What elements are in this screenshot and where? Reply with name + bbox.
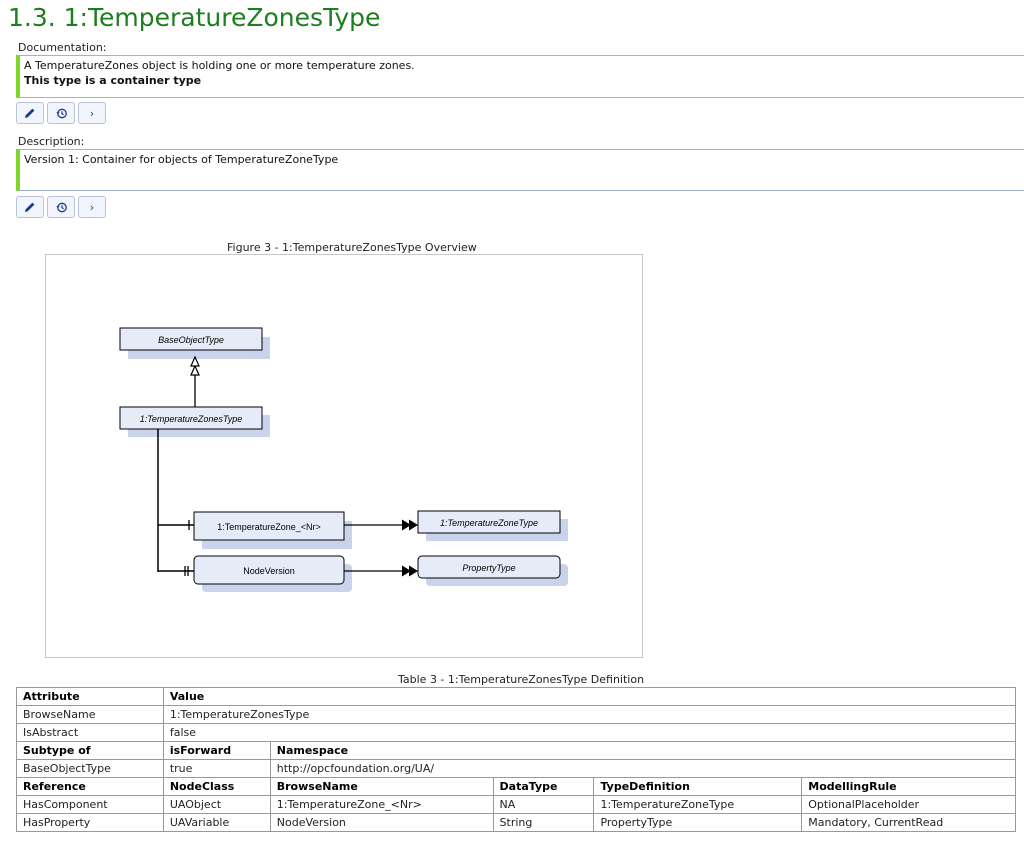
chevron-right-icon: › <box>89 106 95 120</box>
table-header-cell: Namespace <box>269 741 1017 760</box>
temperature-zones-type-node <box>119 406 263 430</box>
pencil-icon <box>25 108 35 118</box>
temperature-zone-label: 1:TemperatureZone_<Nr> <box>217 522 321 532</box>
property-type-node <box>417 555 561 579</box>
table-cell: 1:TemperatureZone_<Nr> <box>269 795 494 814</box>
table-cell: String <box>492 813 595 832</box>
pencil-icon <box>25 202 35 212</box>
table-header-row: Subtype of isForward Namespace <box>16 741 1017 760</box>
page-title: 1.3. 1:TemperatureZonesType <box>8 3 381 32</box>
documentation-label: Documentation: <box>18 41 107 54</box>
table-cell: http://opcfoundation.org/UA/ <box>269 759 1017 778</box>
table-cell: BaseObjectType <box>16 759 164 778</box>
table-cell: OptionalPlaceholder <box>801 795 1016 814</box>
figure-caption: Figure 3 - 1:TemperatureZonesType Overvi… <box>227 241 477 254</box>
base-object-type-node <box>119 327 263 351</box>
table-cell: BrowseName <box>16 705 164 724</box>
uml-diagram: BaseObjectType 1:TemperatureZonesType 1:… <box>119 327 568 592</box>
table-cell: HasProperty <box>16 813 164 832</box>
table-cell: false <box>162 723 1017 742</box>
history-documentation-button[interactable] <box>47 102 75 124</box>
table-header-cell: BrowseName <box>269 777 494 796</box>
documentation-emphasis: This type is a container type <box>24 74 202 87</box>
table-header-row: Attribute Value <box>16 687 1017 706</box>
table-header-row: Reference NodeClass BrowseName DataType … <box>16 777 1016 796</box>
description-box: Version 1: Container for objects of Temp… <box>16 149 1024 191</box>
table-header-cell: DataType <box>492 777 595 796</box>
documentation-box: A TemperatureZones object is holding one… <box>16 55 1024 98</box>
table-cell: UAObject <box>162 795 271 814</box>
nodeversion-typedef-arrow-1 <box>402 565 411 577</box>
node-version-label: NodeVersion <box>243 566 295 576</box>
table-caption: Table 3 - 1:TemperatureZonesType Definit… <box>398 673 645 686</box>
table-row: IsAbstract false <box>16 723 1017 742</box>
edit-documentation-button[interactable] <box>16 102 44 124</box>
nodeversion-typedef-arrow-2 <box>409 565 418 577</box>
table-header-cell: isForward <box>162 741 271 760</box>
table-header-cell: Reference <box>16 777 164 796</box>
table-cell: true <box>162 759 271 778</box>
documentation-toolbar: › <box>16 102 106 124</box>
description-text: Version 1: Container for objects of Temp… <box>24 153 339 166</box>
zone-typedef-arrow-2 <box>409 519 418 531</box>
description-toolbar: › <box>16 196 106 218</box>
table-header-cell: Subtype of <box>16 741 164 760</box>
table-cell: NodeVersion <box>269 813 494 832</box>
chevron-right-icon: › <box>89 200 95 214</box>
property-type-label: PropertyType <box>462 563 515 573</box>
base-object-type-label: BaseObjectType <box>158 335 224 345</box>
history-description-button[interactable] <box>47 196 75 218</box>
table-header-cell: NodeClass <box>162 777 271 796</box>
temperature-zone-type-node <box>417 510 561 534</box>
zone-typedef-arrow-1 <box>402 519 411 531</box>
table-header-cell: Value <box>162 687 1017 706</box>
table-row: HasProperty UAVariable NodeVersion Strin… <box>16 813 1016 832</box>
node-version-node <box>193 555 345 585</box>
expand-documentation-button[interactable]: › <box>78 102 106 124</box>
inheritance-arrow-lower <box>190 364 200 376</box>
temperature-zone-node <box>193 511 345 541</box>
table-header-cell: TypeDefinition <box>593 777 803 796</box>
table-cell: PropertyType <box>593 813 803 832</box>
table-cell: NA <box>492 795 595 814</box>
table-cell: 1:TemperatureZonesType <box>162 705 1017 724</box>
table-cell: Mandatory, CurrentRead <box>801 813 1016 832</box>
documentation-text: A TemperatureZones object is holding one… <box>24 59 415 72</box>
table-cell: UAVariable <box>162 813 271 832</box>
table-header-cell: Attribute <box>16 687 164 706</box>
history-icon <box>55 108 67 118</box>
table-cell: 1:TemperatureZoneType <box>593 795 803 814</box>
history-icon <box>55 202 67 212</box>
table-row: BrowseName 1:TemperatureZonesType <box>16 705 1017 724</box>
definition-table: Attribute Value BrowseName 1:Temperature… <box>16 687 1017 832</box>
overview-figure: BaseObjectType 1:TemperatureZonesType 1:… <box>45 254 643 658</box>
inheritance-arrow-upper <box>190 355 200 367</box>
temperature-zones-type-label: 1:TemperatureZonesType <box>140 414 243 424</box>
temperature-zone-type-label: 1:TemperatureZoneType <box>440 518 538 528</box>
table-row: HasComponent UAObject 1:TemperatureZone_… <box>16 795 1016 814</box>
expand-description-button[interactable]: › <box>78 196 106 218</box>
table-row: BaseObjectType true http://opcfoundation… <box>16 759 1017 778</box>
table-header-cell: ModellingRule <box>801 777 1016 796</box>
description-label: Description: <box>18 135 85 148</box>
edit-description-button[interactable] <box>16 196 44 218</box>
table-cell: HasComponent <box>16 795 164 814</box>
table-cell: IsAbstract <box>16 723 164 742</box>
